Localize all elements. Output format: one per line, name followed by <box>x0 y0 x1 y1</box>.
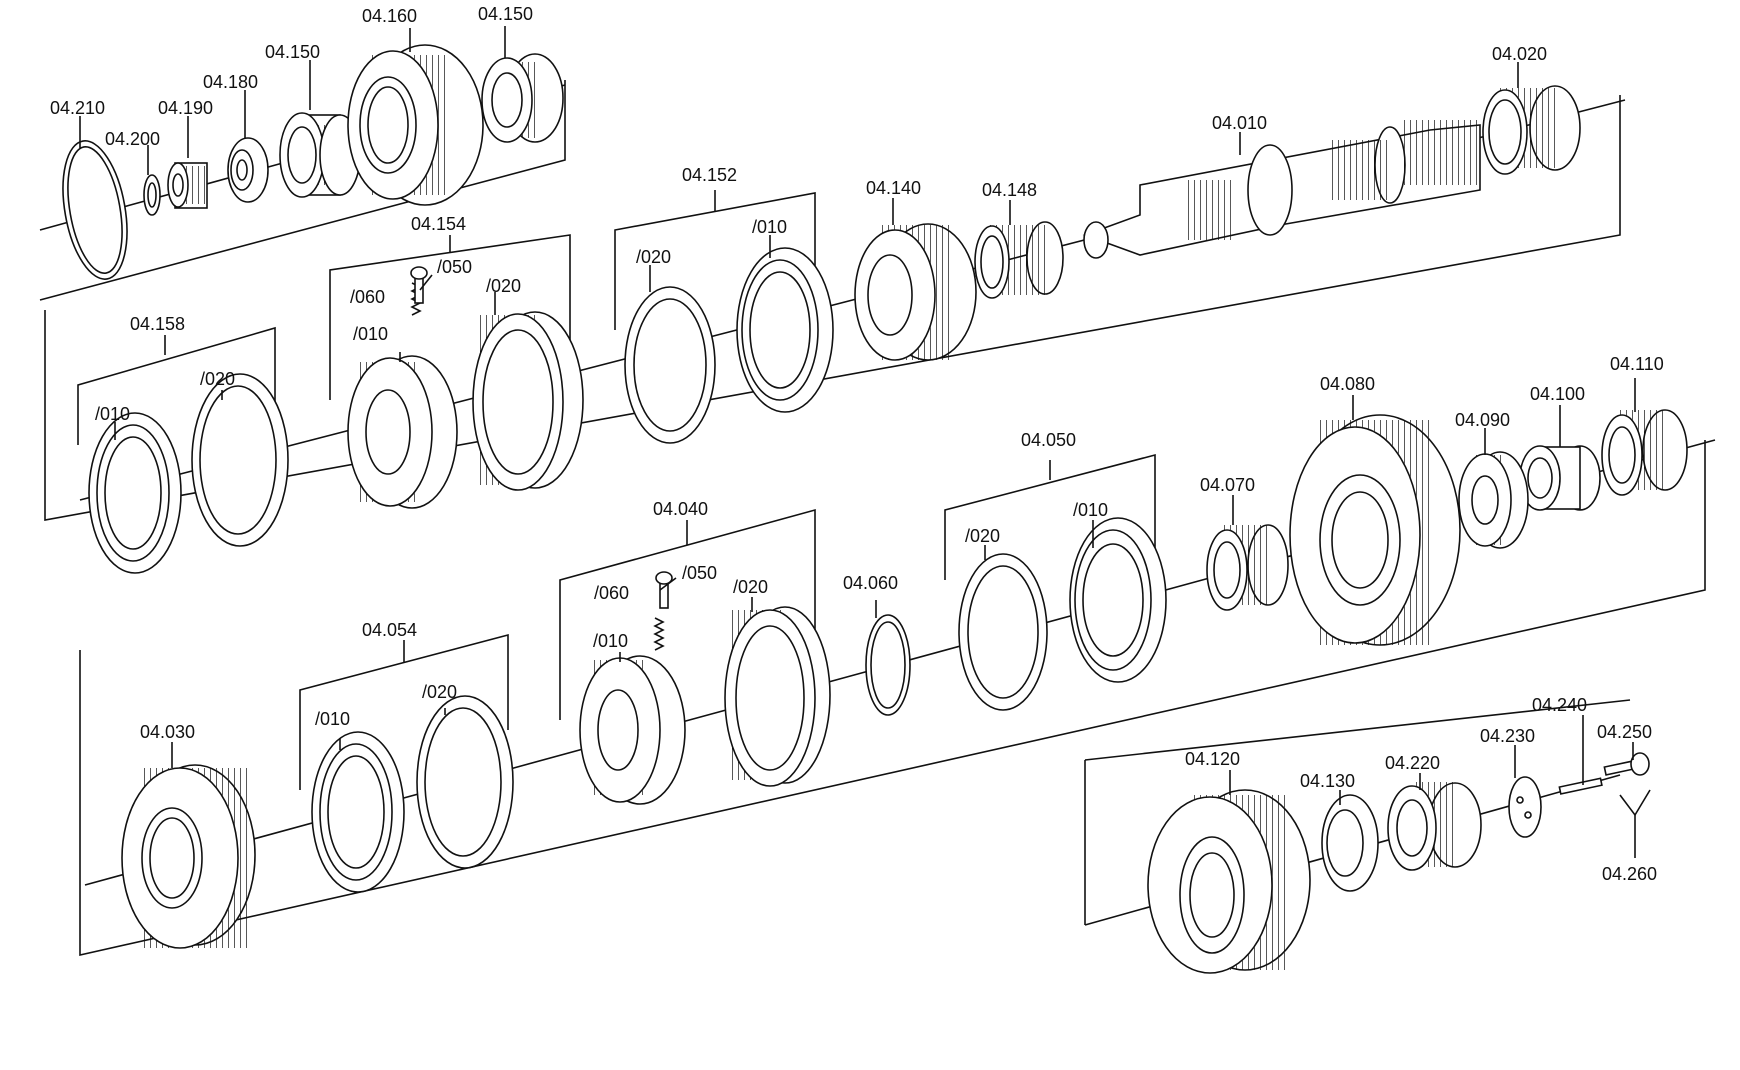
label-04250: 04.250 <box>1597 722 1652 742</box>
label-04050: 04.050 <box>1021 430 1076 450</box>
bushing-04100 <box>1519 445 1601 511</box>
shaft-04010 <box>1082 120 1481 259</box>
label-04240: 04.240 <box>1532 695 1587 715</box>
bracket-upper-row <box>44 95 1621 521</box>
label-04040-050: /050 <box>682 563 717 583</box>
bracket-lower-row <box>79 440 1706 956</box>
gear-04030 <box>121 764 256 949</box>
label-04158: 04.158 <box>130 314 185 334</box>
label-04148: 04.148 <box>982 180 1037 200</box>
gear-04160 <box>347 44 484 206</box>
label-04054-010: /010 <box>315 709 350 729</box>
synchro-ring-04050-020 <box>958 553 1048 711</box>
spring-04040-060 <box>653 617 665 651</box>
gear-hub-04220 <box>1387 782 1482 871</box>
needle-bearing-04148 <box>974 221 1064 299</box>
bracket-04054 <box>299 633 509 790</box>
label-04040-020: /020 <box>733 577 768 597</box>
label-04140: 04.140 <box>866 178 921 198</box>
synchro-ring-04050-010 <box>1069 517 1167 683</box>
detent-pin-04040-050 <box>655 571 673 609</box>
label-04120: 04.120 <box>1185 749 1240 769</box>
label-04020: 04.020 <box>1492 44 1547 64</box>
label-04080: 04.080 <box>1320 374 1375 394</box>
gear-04120 <box>1147 789 1311 974</box>
washer-04130 <box>1321 794 1379 892</box>
detent-pin-04154-050 <box>410 266 428 304</box>
label-04154-020: /020 <box>486 276 521 296</box>
synchro-ring-04054-020 <box>416 695 514 869</box>
needle-bearing-04110 <box>1601 409 1688 496</box>
synchro-ring-04152-010 <box>736 247 834 413</box>
leader-lines <box>79 26 1651 858</box>
label-04154-060: /060 <box>350 287 385 307</box>
bracket-04050 <box>944 453 1156 580</box>
label-04040-010: /010 <box>593 631 628 651</box>
label-04090: 04.090 <box>1455 410 1510 430</box>
needle-bearing-04070 <box>1206 524 1289 611</box>
synchro-hub-04040-010 <box>579 655 686 805</box>
label-04210: 04.210 <box>50 98 105 118</box>
bracket-04158 <box>77 326 276 445</box>
label-04060: 04.060 <box>843 573 898 593</box>
label-04220: 04.220 <box>1385 753 1440 773</box>
pin-04240 <box>1558 777 1603 795</box>
label-04154-050: /050 <box>437 257 472 277</box>
label-04130: 04.130 <box>1300 771 1355 791</box>
label-04110: 04.110 <box>1610 354 1664 374</box>
circlip-04210 <box>62 140 128 280</box>
screw-04250 <box>1603 752 1650 776</box>
label-04152-010: /010 <box>752 217 787 237</box>
label-04154: 04.154 <box>411 214 466 234</box>
synchro-hub-04154-010 <box>347 355 458 509</box>
label-04040: 04.040 <box>653 499 708 519</box>
gear-04140 <box>854 223 977 361</box>
nut-04190 <box>167 162 208 209</box>
label-04030: 04.030 <box>140 722 195 742</box>
snap-ring-04200 <box>143 174 161 216</box>
label-04230: 04.230 <box>1480 726 1535 746</box>
gear-04080 <box>1289 414 1461 646</box>
bracket-bottom-top <box>1084 699 1631 761</box>
label-04200: 04.200 <box>105 129 160 149</box>
label-04150-right: 04.150 <box>478 4 533 24</box>
label-04158-010: /010 <box>95 404 130 424</box>
label-04152-020: /020 <box>636 247 671 267</box>
label-04190: 04.190 <box>158 98 213 118</box>
label-04050-010: /010 <box>1073 500 1108 520</box>
gear-04090 <box>1458 451 1529 549</box>
synchro-ring-04054-010 <box>311 731 405 893</box>
label-04150-left: 04.150 <box>265 42 320 62</box>
washer-04180 <box>227 137 269 203</box>
label-04100: 04.100 <box>1530 384 1585 404</box>
label-04054: 04.054 <box>362 620 417 640</box>
sliding-sleeve-04154-020 <box>472 311 584 491</box>
label-04152: 04.152 <box>682 165 737 185</box>
label-04040-060: /060 <box>594 583 629 603</box>
label-04010: 04.010 <box>1212 113 1267 133</box>
label-04158-020: /020 <box>200 369 235 389</box>
label-04070: 04.070 <box>1200 475 1255 495</box>
bearing-04020 <box>1482 85 1581 175</box>
label-04260: 04.260 <box>1602 864 1657 884</box>
synchro-ring-04158-010 <box>88 412 182 574</box>
synchro-ring-04158-020 <box>191 373 289 547</box>
disc-04230 <box>1508 776 1542 838</box>
label-04054-020: /020 <box>422 682 457 702</box>
synchro-ring-04152-020 <box>624 286 716 444</box>
circlip-04060 <box>865 614 911 716</box>
label-04160: 04.160 <box>362 6 417 26</box>
bracket-top-row <box>39 80 566 301</box>
bearing-04150-right <box>481 53 564 143</box>
label-04154-010: /010 <box>353 324 388 344</box>
sliding-sleeve-04040-020 <box>724 606 831 787</box>
label-04180: 04.180 <box>203 72 258 92</box>
label-04050-020: /020 <box>965 526 1000 546</box>
